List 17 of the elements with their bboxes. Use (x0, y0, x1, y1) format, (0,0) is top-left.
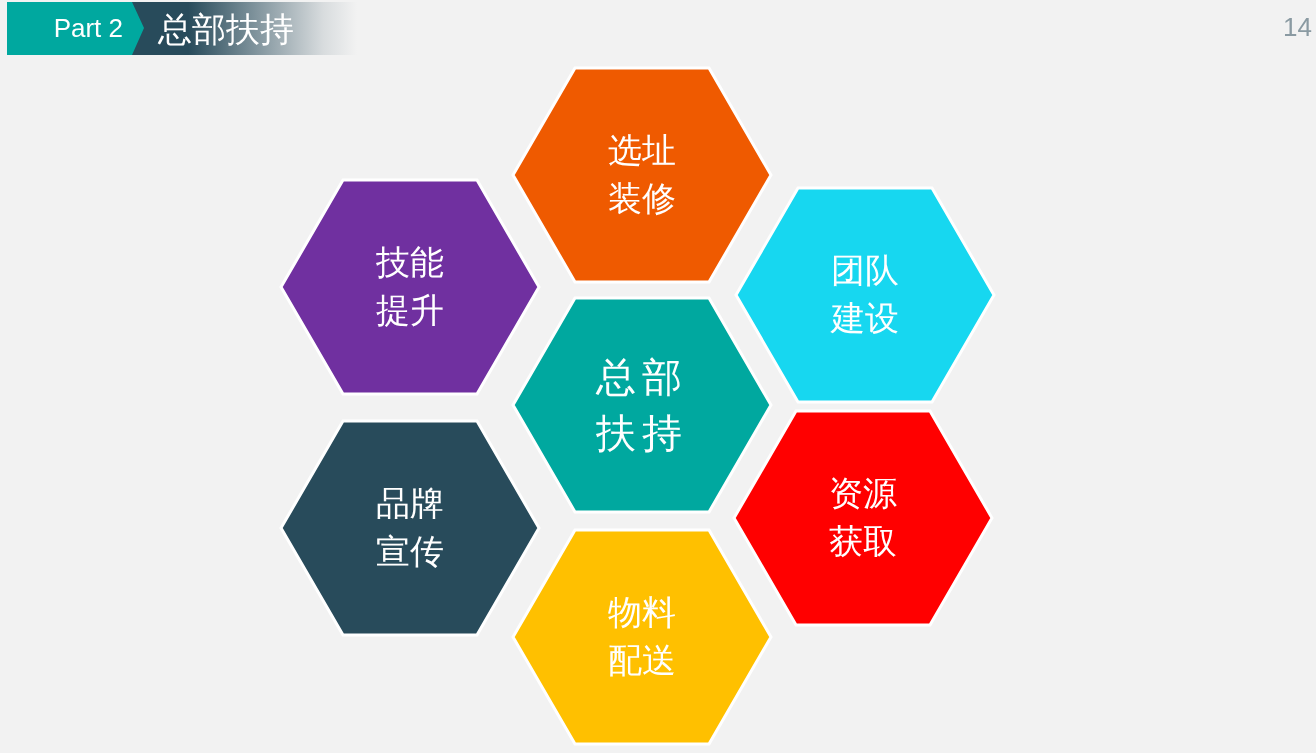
hexagon (734, 186, 996, 404)
hexagon-label: 资源获取 (829, 472, 897, 563)
hexagon-label: 选址装修 (608, 129, 676, 220)
hexagon (511, 296, 773, 514)
hexagon (511, 528, 773, 746)
hexagon (732, 409, 994, 627)
title: 总部扶持 (158, 11, 294, 46)
hexagon (279, 419, 541, 637)
hexagon (511, 66, 773, 284)
hexagon-label: 物料配送 (608, 591, 676, 682)
hexagon-label: 品牌宣传 (376, 482, 444, 573)
hexagon (279, 178, 541, 396)
part-label: Part 2 (53, 13, 123, 44)
hexagon-label: 团队建设 (831, 249, 899, 340)
page-number: 14 (1283, 12, 1312, 43)
hexagon-label: 总部扶持 (596, 353, 688, 458)
hexagon-label: 技能提升 (376, 241, 444, 332)
